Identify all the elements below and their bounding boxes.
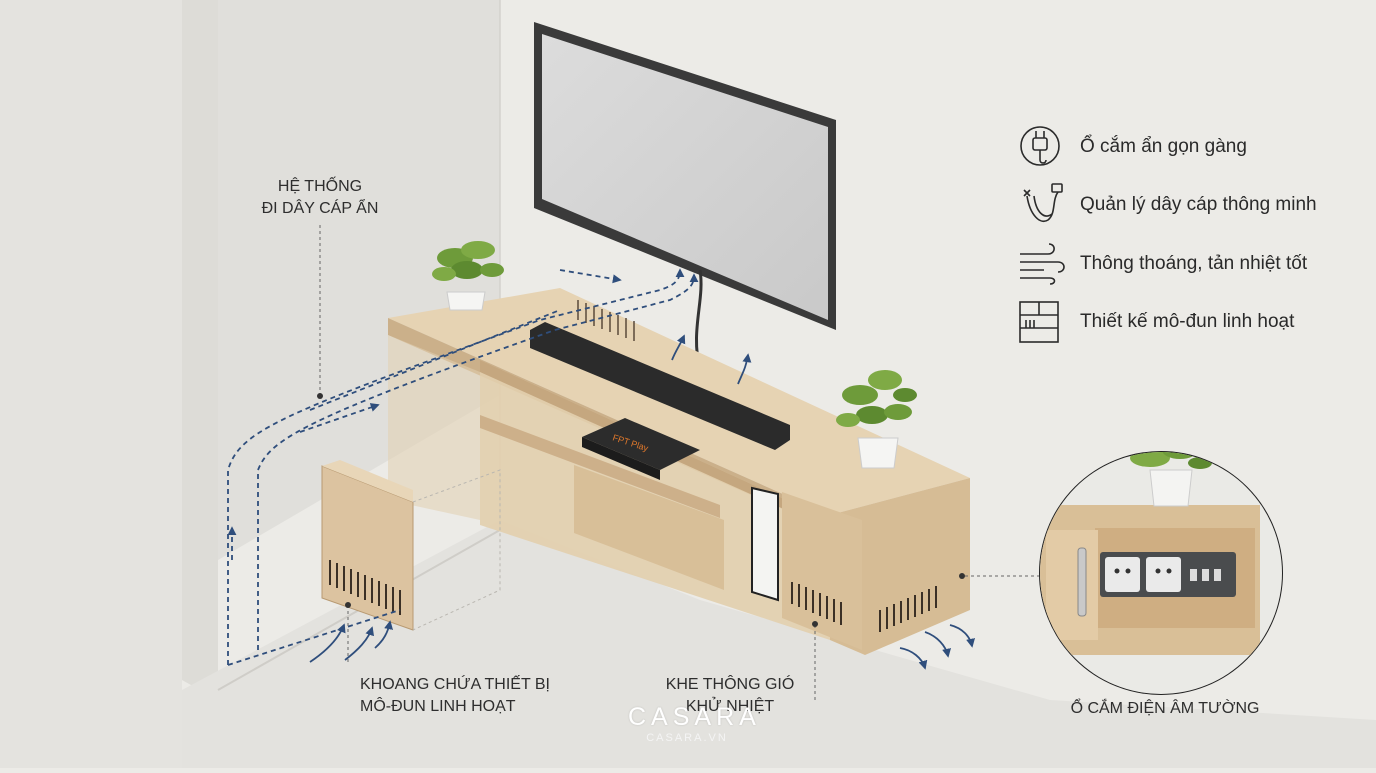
tv-screen	[542, 34, 828, 320]
soundbar	[530, 322, 790, 450]
airflow-arrows	[309, 334, 975, 670]
feature-item-ventilation: Thông thoáng, tản nhiệt tốt	[1018, 243, 1358, 287]
wall-socket-label: Ổ CẮM ĐIỆN ÂM TƯỜNG	[1070, 700, 1260, 717]
cable-management-icon	[1023, 183, 1063, 222]
plant-right	[836, 370, 917, 469]
vent-slots-label-line1: KHE THÔNG GIÓ	[665, 676, 795, 693]
feature-item-cable-management: Quản lý dây cáp thông minh	[1018, 184, 1358, 228]
left-cabinet-module	[321, 460, 501, 631]
door-frame	[0, 0, 182, 768]
left-vent-slots	[329, 560, 401, 615]
door-jamb	[182, 0, 218, 700]
hidden-cable-paths	[227, 268, 699, 666]
leader-lines	[319, 225, 1040, 700]
middle-shelf	[480, 415, 720, 518]
game-console	[751, 486, 779, 602]
feature-label: Ổ cắm ẩn gọn gàng	[1080, 136, 1247, 157]
drawer-front	[574, 465, 724, 590]
plant-left	[432, 241, 504, 311]
set-top-box: FPT Play	[582, 418, 700, 480]
feature-item-hidden-socket: Ổ cắm ẩn gọn gàng	[1018, 126, 1358, 170]
cable-system-label-line1: HỆ THỐNG	[277, 178, 363, 195]
device-cabinet-label: KHOANG CHỨA THIẾT BỊ MÔ-ĐUN LINH HOẠT	[360, 674, 550, 718]
modular-shelf-icon	[1019, 301, 1059, 343]
socket-zoom-callout	[1039, 451, 1283, 695]
cable-system-label: HỆ THỐNG ĐI DÂY CÁP ẨN	[240, 176, 400, 220]
brand-watermark-name: CASARA	[628, 703, 761, 731]
floor	[182, 520, 1376, 768]
cabinet-right-side	[830, 478, 970, 655]
airflow-icon	[1020, 243, 1065, 285]
sliding-door-handle	[1077, 547, 1087, 617]
feature-icons	[1019, 126, 1065, 343]
feature-label: Quản lý dây cáp thông minh	[1080, 194, 1317, 215]
feature-label: Thông thoáng, tản nhiệt tốt	[1080, 253, 1308, 274]
right-vent-slots	[791, 582, 937, 632]
brand-watermark: CASARA CASARA.VN	[628, 703, 761, 745]
feature-item-modular-design: Thiết kế mô-đun linh hoạt	[1018, 301, 1358, 345]
vent-slots-label-line2: KHỬ NHIỆT	[685, 698, 775, 715]
feature-label: Thiết kế mô-đun linh hoạt	[1080, 311, 1295, 332]
device-cabinet-label-line1: KHOANG CHỨA THIẾT BỊ	[360, 676, 550, 693]
plug-icon	[1020, 126, 1060, 166]
vent-slots-label: KHE THÔNG GIÓ KHỬ NHIỆT	[660, 674, 800, 718]
cable-system-label-line2: ĐI DÂY CÁP ẨN	[261, 200, 379, 217]
brand-watermark-site: CASARA.VN	[646, 732, 728, 744]
device-cabinet-label-line2: MÔ-ĐUN LINH HOẠT	[360, 698, 516, 715]
